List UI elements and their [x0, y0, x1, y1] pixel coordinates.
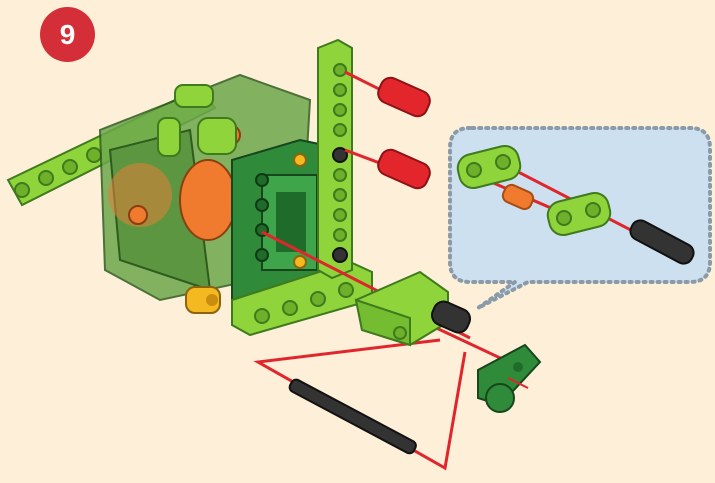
callout-bubble [450, 128, 710, 308]
dark-green-crank [478, 345, 540, 412]
black-axle [288, 378, 418, 455]
vertical-beam [318, 40, 352, 278]
red-pin [375, 147, 433, 192]
yellow-bushing [186, 287, 220, 313]
red-pin [375, 75, 433, 120]
